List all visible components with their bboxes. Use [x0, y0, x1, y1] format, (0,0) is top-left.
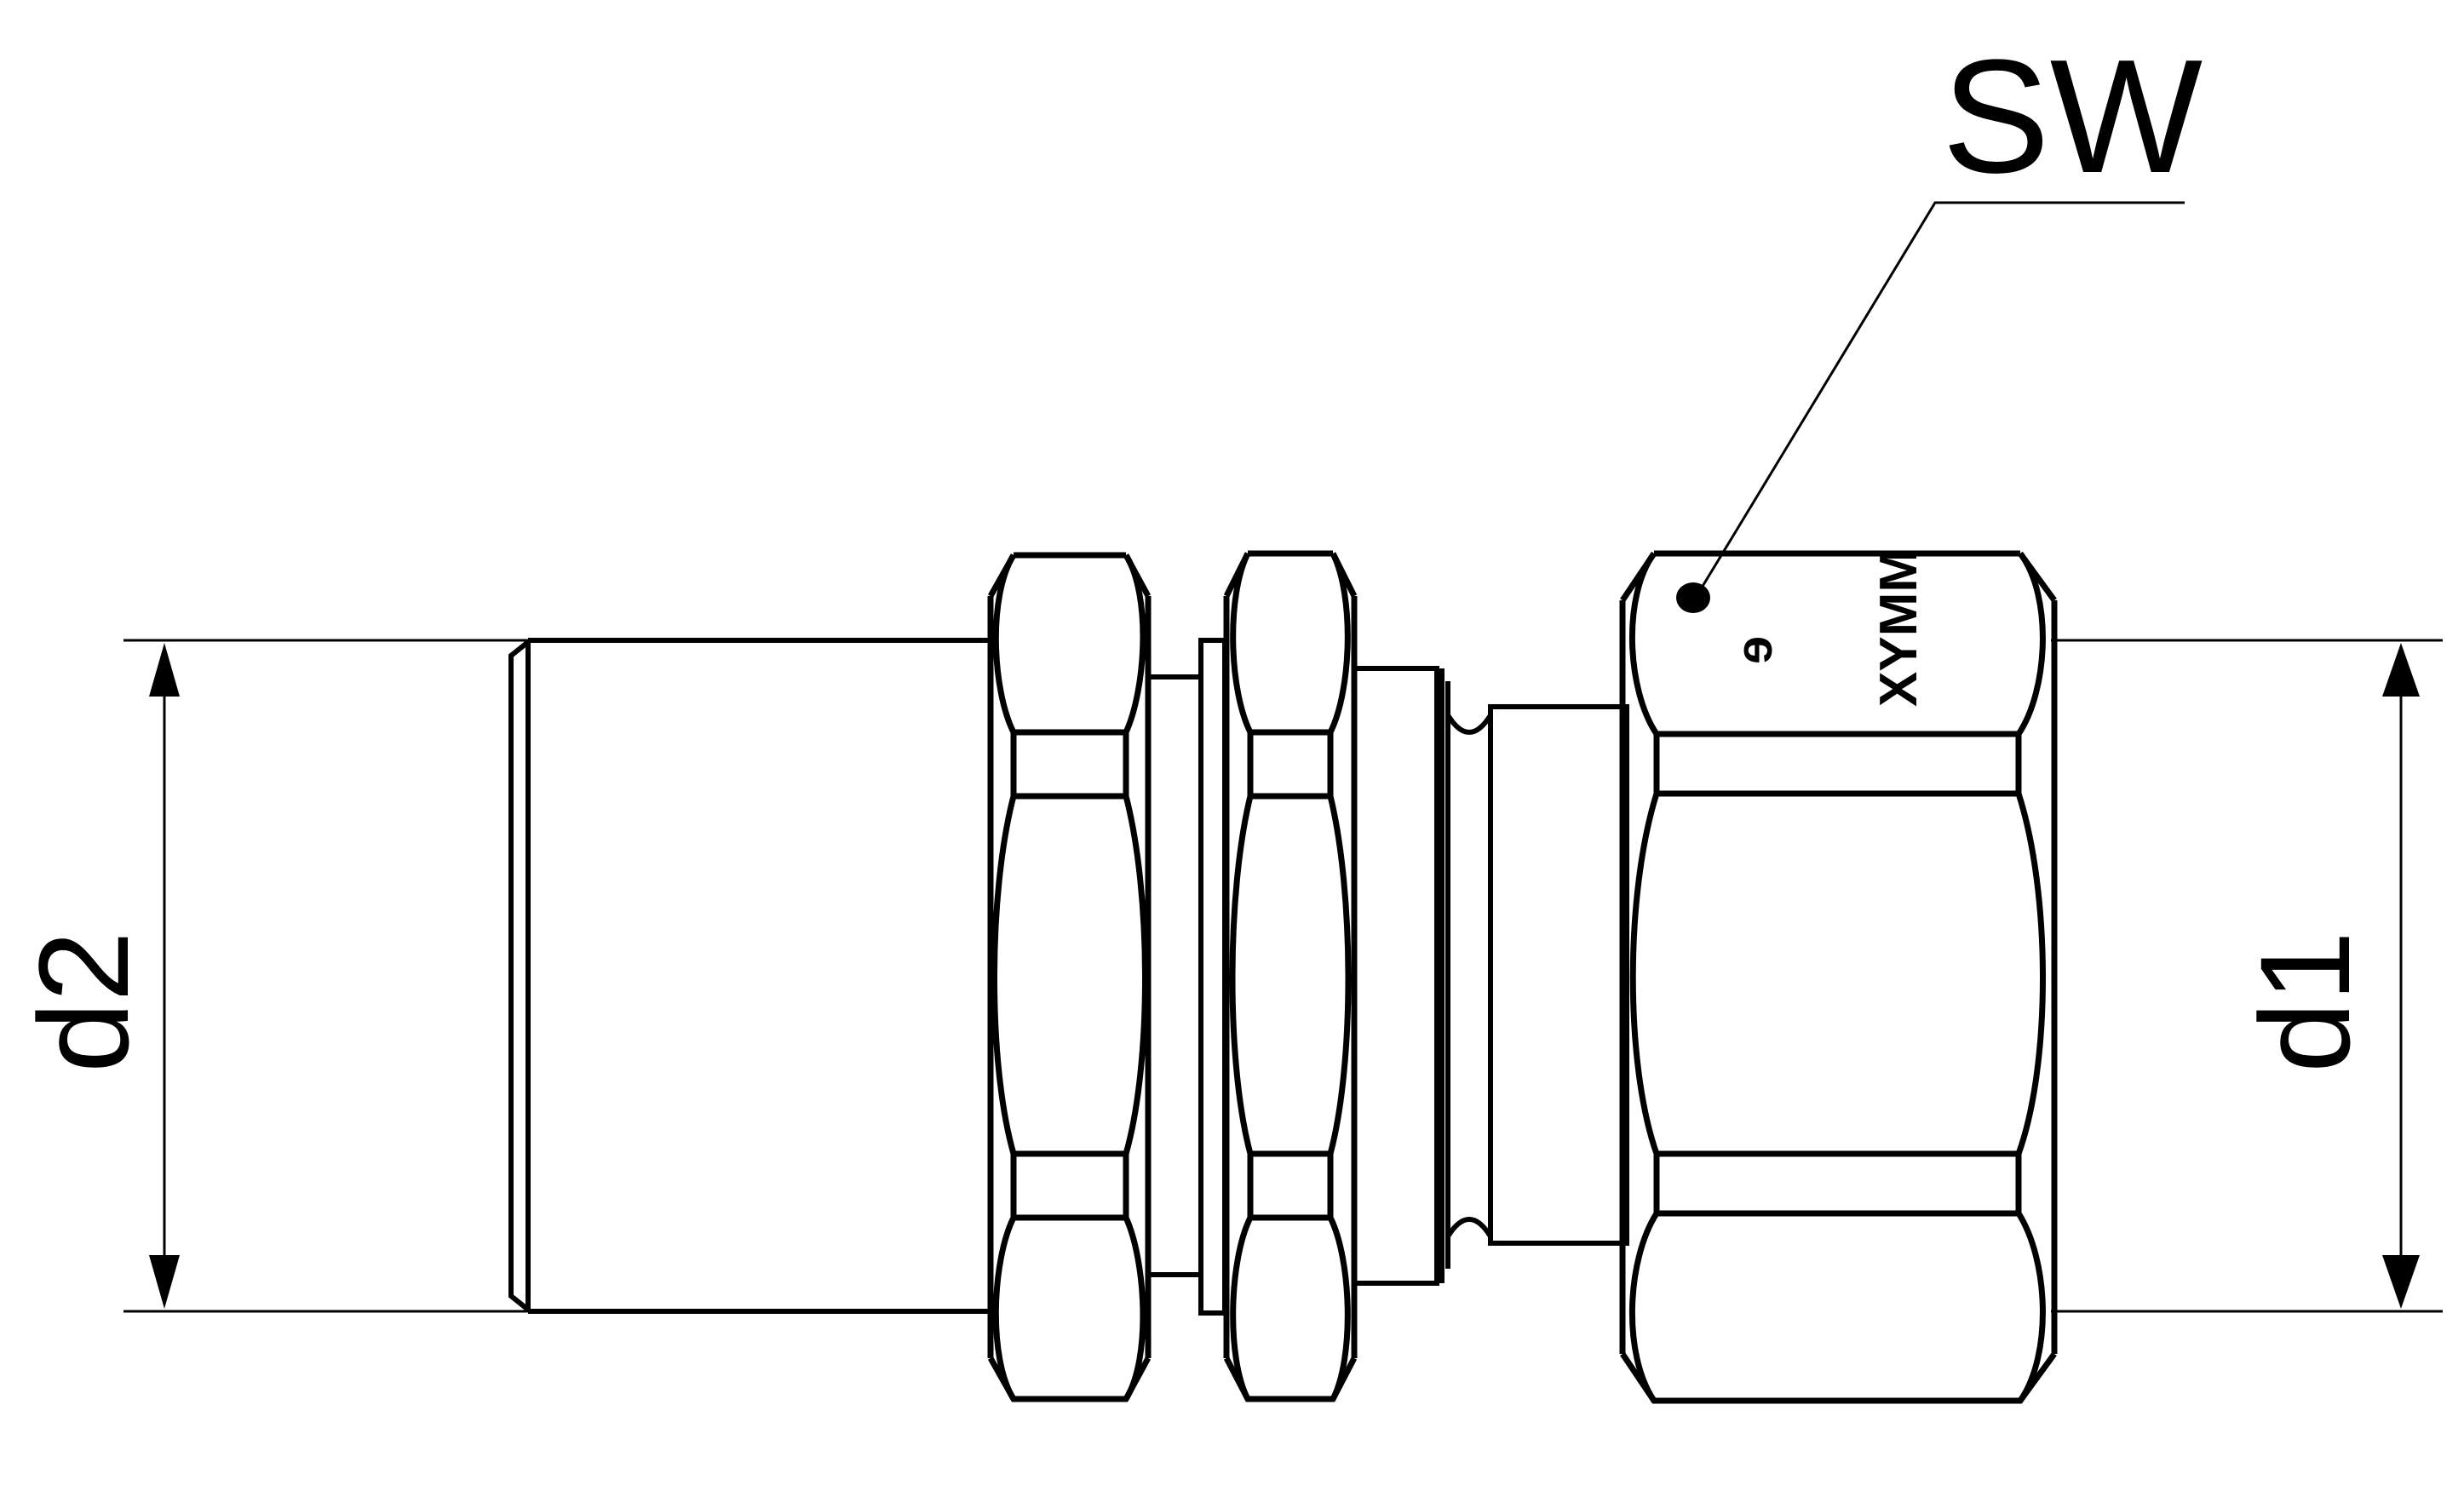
- hex-nut-1: [987, 552, 1152, 1402]
- arrow-down-icon: [149, 1255, 180, 1309]
- leader-dot-icon: [1676, 582, 1710, 613]
- nut-marking-2: XYMM: [1870, 548, 1928, 707]
- nut-marking-1: ɘ: [1726, 636, 1783, 664]
- d2-label: d2: [12, 931, 155, 1073]
- hex-nut-2: [1223, 550, 1358, 1402]
- tube: [1488, 704, 1629, 1246]
- sw-leader: [1676, 201, 2185, 613]
- d1-label: d1: [2233, 931, 2376, 1073]
- arrow-up-icon: [2382, 643, 2420, 697]
- dimension-d1: [2051, 639, 2443, 1313]
- arrow-up-icon: [149, 643, 180, 697]
- sw-label: SW: [1942, 26, 2203, 207]
- arrow-down-icon: [2382, 1255, 2420, 1309]
- pipe-end-left: [508, 638, 988, 1314]
- sleeve: [1354, 666, 1493, 1286]
- union-nut: [1619, 550, 2058, 1404]
- dimension-d2: [123, 639, 545, 1313]
- collar: [1148, 638, 1227, 1316]
